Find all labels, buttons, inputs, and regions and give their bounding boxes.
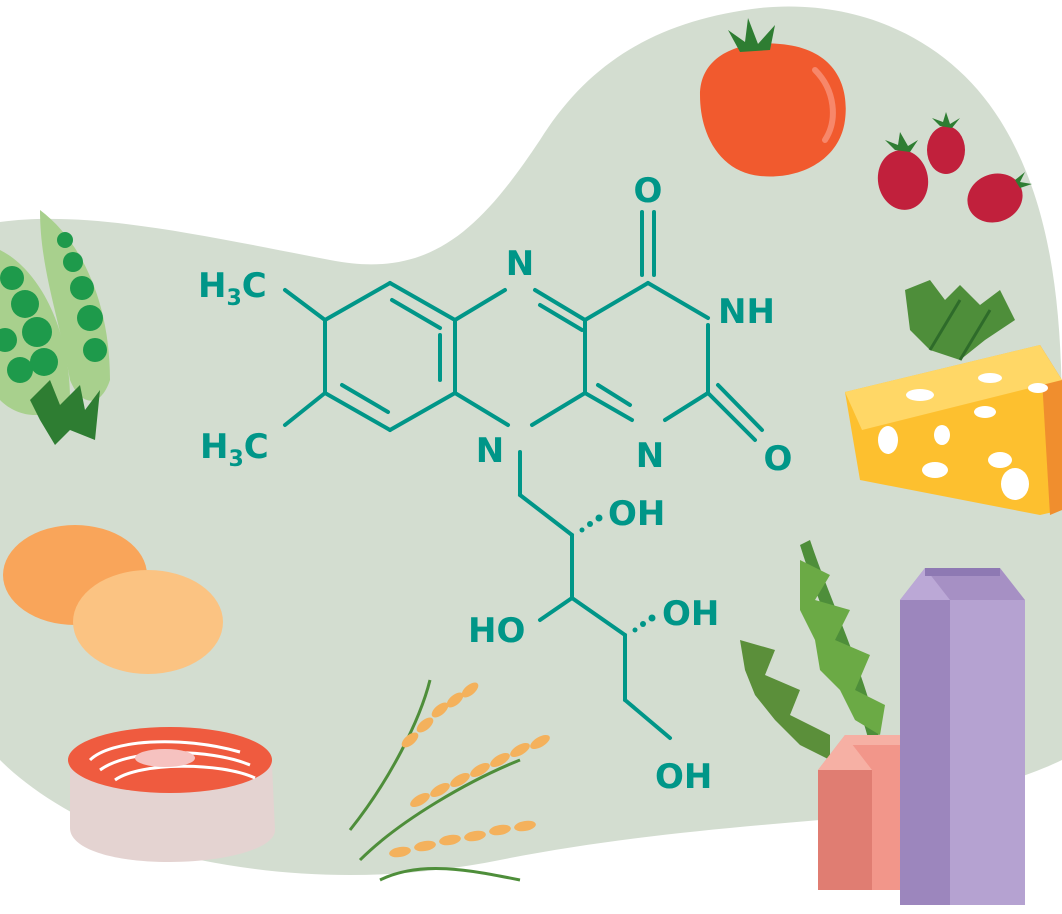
atom-oh-4: OH: [655, 757, 712, 797]
stereo-hash-2: [632, 614, 656, 633]
ring-a: [323, 281, 457, 432]
ring-b: [453, 288, 587, 427]
riboflavin-structure: N O NH H3C H3C N N O OH HO OH OH: [198, 171, 792, 797]
cheese-icon: [845, 345, 1062, 515]
salmon-icon: [68, 727, 275, 862]
atom-n-right: N: [636, 436, 664, 476]
atom-ch3-bottom: H3C: [200, 427, 269, 472]
parsley-icon: [905, 280, 1015, 361]
atom-nh: NH: [718, 292, 775, 332]
arugula-icon: [740, 540, 885, 760]
peas-icon: [0, 210, 110, 445]
tomato-icon: [700, 18, 846, 177]
cherry-tomato-icon: [877, 112, 1032, 223]
atom-o-top: O: [634, 171, 663, 211]
wheat-icon: [348, 679, 550, 882]
milk-carton-icon: [900, 568, 1025, 905]
background-blob: [0, 6, 1062, 876]
atom-oh-1: OH: [608, 494, 665, 534]
atom-ch3-top: H3C: [198, 266, 267, 311]
egg-icon: [3, 525, 223, 674]
ring-c: [583, 281, 710, 422]
atom-o-right: O: [764, 439, 793, 479]
atom-n-left: N: [476, 431, 504, 471]
atom-ho-2: HO: [468, 611, 525, 651]
juice-carton-icon: [818, 735, 900, 890]
atom-oh-3: OH: [662, 594, 719, 634]
stereo-hash-1: [579, 514, 603, 533]
atom-n-top: N: [506, 244, 534, 284]
